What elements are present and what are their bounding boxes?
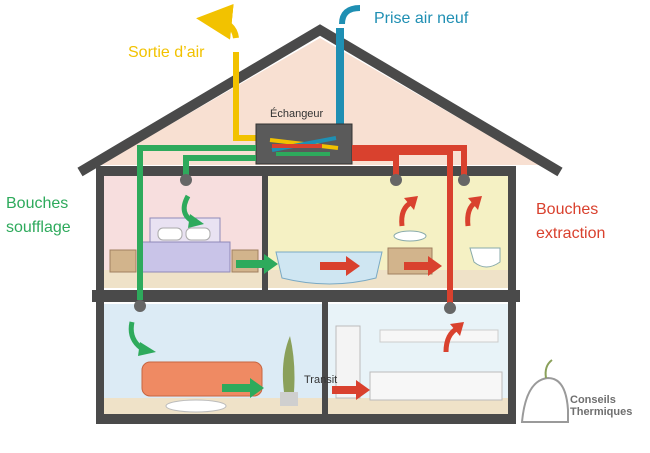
supply-vents-label-line2: soufflage <box>6 219 71 236</box>
lower-partition <box>322 302 328 414</box>
supply-airflow-arrow <box>236 260 266 268</box>
pillow <box>157 227 183 241</box>
supply-vent <box>180 174 192 186</box>
nightstand-left <box>109 249 137 273</box>
heat-exchanger-label: Échangeur <box>270 108 324 120</box>
coffee-table <box>165 399 227 413</box>
extract-vent <box>458 174 470 186</box>
plant-pot <box>280 392 298 406</box>
sink <box>393 230 427 242</box>
extract-airflow-arrowhead <box>346 256 360 276</box>
fresh-air-duct <box>336 28 344 128</box>
vanity <box>387 247 433 275</box>
bed <box>139 241 231 273</box>
supply-airflow-arrowhead <box>264 254 278 274</box>
supply-vents-label-line1: Bouches <box>6 195 69 212</box>
logo-mark <box>520 376 569 423</box>
kitchen-cabinets <box>379 329 499 343</box>
extract-airflow-arrowhead <box>450 322 464 336</box>
extract-vent <box>444 302 456 314</box>
kitchen-counter <box>369 371 503 401</box>
attic-area <box>100 38 540 165</box>
pillow <box>185 227 211 241</box>
extract-airflow-arrowhead <box>404 196 418 210</box>
extraction-vents-label: Bouches extraction <box>536 198 605 246</box>
extract-airflow-arrow <box>320 262 348 270</box>
exhaust-arrow <box>196 3 239 40</box>
transit-label: Transit <box>304 374 338 386</box>
logo-mark <box>544 359 553 379</box>
supply-airflow-arrow <box>222 384 252 392</box>
supply-duct-bedroom <box>183 155 256 178</box>
ground-slab <box>96 414 516 424</box>
extract-airflow-arrow <box>404 262 430 270</box>
logo-line2: Thermiques <box>570 406 633 418</box>
fresh-air-arrow <box>339 5 361 25</box>
transit-airflow-arrowhead <box>356 380 370 400</box>
extract-duct <box>352 155 399 178</box>
roof <box>77 24 563 177</box>
ceiling-slab <box>96 166 516 176</box>
exhaust-air-label: Sortie d’air <box>128 44 205 61</box>
supply-vent <box>134 300 146 312</box>
extract-airflow-arrowhead <box>468 196 482 210</box>
exhaust-duct <box>233 52 260 141</box>
transit-airflow-arrow <box>332 386 358 394</box>
supply-duct <box>137 145 256 300</box>
plant <box>282 336 295 392</box>
supply-airflow-arrowhead <box>138 342 156 356</box>
extract-duct-kitchen <box>352 149 453 304</box>
middle-slab <box>92 290 520 302</box>
extract-vent <box>390 174 402 186</box>
right-wall <box>508 166 516 424</box>
logo-text: Conseils Thermiques <box>570 394 632 418</box>
logo-line1: Conseils <box>570 394 616 406</box>
extract-duct <box>352 145 467 178</box>
fresh-air-label: Prise air neuf <box>374 10 469 27</box>
extraction-vents-label-line2: extraction <box>536 225 606 242</box>
extract-airflow-arrowhead <box>428 256 442 276</box>
supply-vents-label: Bouches soufflage <box>6 192 71 240</box>
upper-partition <box>262 176 268 290</box>
supply-airflow-arrowhead <box>188 214 204 228</box>
supply-airflow-arrowhead <box>250 378 264 398</box>
extraction-vents-label-line1: Bouches <box>536 201 599 218</box>
toilet <box>469 247 501 268</box>
left-wall <box>96 166 104 424</box>
